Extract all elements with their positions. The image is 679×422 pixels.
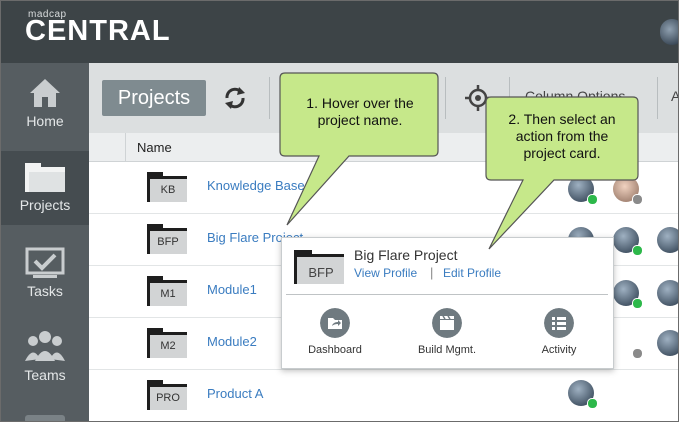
- table-row[interactable]: PRO Product A: [89, 370, 678, 421]
- home-icon: [30, 79, 60, 107]
- people-icon: [25, 331, 65, 361]
- activity-action-button[interactable]: Activity: [514, 308, 604, 356]
- project-folder-icon: BFP: [294, 250, 346, 284]
- brand-logo[interactable]: CENTRAL: [25, 15, 171, 47]
- online-status-dot: [587, 194, 598, 205]
- link-separator: |: [430, 265, 434, 280]
- user-avatar[interactable]: [660, 19, 678, 45]
- action-label: Dashboard: [308, 344, 362, 356]
- sidebar-item-teams[interactable]: Teams: [1, 329, 89, 383]
- sidebar: Home Projects Tasks: [1, 63, 89, 421]
- dashboard-action-button[interactable]: Dashboard: [290, 308, 380, 356]
- project-folder-icon: PRO: [147, 380, 189, 412]
- callout-bubble-hover: [279, 72, 439, 226]
- column-header-name[interactable]: Name: [137, 140, 172, 155]
- sync-icon[interactable]: [222, 85, 248, 111]
- edit-profile-link[interactable]: Edit Profile: [443, 266, 502, 280]
- projects-section-button[interactable]: Projects: [102, 80, 206, 116]
- project-name-link[interactable]: Module2: [207, 334, 257, 349]
- toolbar-divider: [445, 77, 446, 119]
- folder-icon: [25, 163, 65, 192]
- build-mgmt-action-button[interactable]: Build Mgmt.: [402, 308, 492, 356]
- online-status-dot: [632, 298, 643, 309]
- project-card-title: Big Flare Project: [354, 247, 458, 263]
- project-name-link[interactable]: Big Flare Project: [207, 230, 304, 245]
- online-status-dot: [632, 245, 643, 256]
- callout-text-select: 2. Then select an action from the projec…: [508, 111, 616, 161]
- project-folder-icon: KB: [147, 172, 189, 204]
- project-folder-icon: M1: [147, 276, 189, 308]
- project-name-link[interactable]: Knowledge Base: [207, 178, 305, 193]
- sidebar-item-partial[interactable]: [25, 415, 65, 421]
- offline-status-dot: [632, 348, 643, 359]
- brand-subtitle: madcap: [28, 9, 67, 20]
- callout-text-hover: 1. Hover over the project name.: [306, 95, 414, 128]
- column-divider: [125, 133, 126, 161]
- member-avatar[interactable]: [657, 227, 678, 253]
- sidebar-item-tasks[interactable]: Tasks: [1, 247, 89, 299]
- build-icon: [432, 308, 462, 338]
- project-name-link[interactable]: Product A: [207, 386, 264, 401]
- toolbar-divider: [657, 77, 658, 119]
- toolbar-more-button[interactable]: A: [671, 88, 678, 104]
- project-folder-icon: M2: [147, 328, 189, 360]
- sidebar-item-label: Teams: [24, 367, 66, 383]
- project-name-link[interactable]: Module1: [207, 282, 257, 297]
- sidebar-item-home[interactable]: Home: [1, 77, 89, 129]
- activity-list-icon: [544, 308, 574, 338]
- project-folder-icon: BFP: [147, 224, 189, 256]
- sidebar-item-label: Home: [26, 113, 64, 129]
- card-divider: [286, 294, 608, 295]
- project-card: BFP Big Flare Project View Profile | Edi…: [281, 237, 614, 369]
- sidebar-item-label: Tasks: [27, 283, 63, 299]
- view-profile-link[interactable]: View Profile: [354, 266, 418, 280]
- offline-status-dot: [632, 194, 643, 205]
- dashboard-icon: [320, 308, 350, 338]
- checkbox-icon: [25, 247, 65, 278]
- sidebar-item-label: Projects: [19, 197, 71, 213]
- member-avatar[interactable]: [657, 280, 678, 306]
- toolbar-divider: [269, 77, 270, 119]
- action-label: Activity: [541, 344, 577, 356]
- top-header: madcap CENTRAL: [1, 1, 678, 63]
- callout-bubble-select: [485, 96, 639, 250]
- member-avatar[interactable]: [657, 330, 678, 356]
- action-label: Build Mgmt.: [417, 344, 477, 356]
- online-status-dot: [587, 398, 598, 409]
- sidebar-item-projects[interactable]: Projects: [1, 151, 89, 225]
